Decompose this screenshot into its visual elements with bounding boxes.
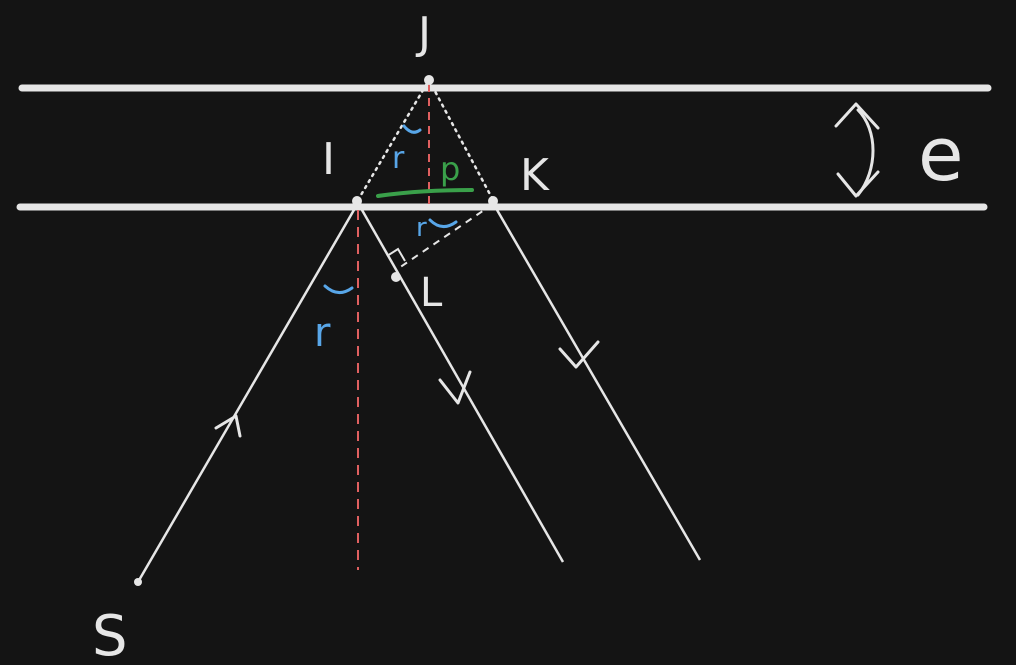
label-L: L xyxy=(420,270,443,316)
angle-r-arc-J xyxy=(402,124,422,134)
segment-K-to-L xyxy=(395,203,494,271)
reflected-ray-1 xyxy=(356,202,565,563)
ray-I-to-J xyxy=(356,78,431,202)
thickness-arrow-bottom xyxy=(836,170,880,198)
thickness-arrow-top xyxy=(834,102,880,130)
point-I xyxy=(352,196,362,206)
label-J: J xyxy=(415,8,431,59)
angle-r-arc-below xyxy=(428,218,458,228)
label-K: K xyxy=(520,150,550,201)
label-S: S xyxy=(92,604,128,665)
incident-ray xyxy=(136,202,360,583)
reflected-arrow-1 xyxy=(438,370,472,405)
ray-J-to-K xyxy=(427,78,495,202)
thickness-double-arrow xyxy=(856,108,875,197)
reflected-ray-2 xyxy=(491,202,702,561)
label-r-I: r xyxy=(314,310,331,356)
right-angle-marker xyxy=(386,247,406,262)
label-r-below: r xyxy=(416,213,427,243)
angle-p-marker xyxy=(376,188,474,198)
label-I: I xyxy=(322,134,335,185)
point-S xyxy=(134,578,142,586)
angle-r-arc-I xyxy=(323,284,354,294)
label-thickness-e: e xyxy=(918,112,964,198)
label-r-J: r xyxy=(392,141,405,176)
reflected-arrow-2 xyxy=(558,340,600,369)
point-L xyxy=(391,272,401,282)
point-K xyxy=(488,196,498,206)
label-p: p xyxy=(440,150,460,188)
incident-arrow xyxy=(214,414,242,438)
point-J xyxy=(424,75,434,85)
